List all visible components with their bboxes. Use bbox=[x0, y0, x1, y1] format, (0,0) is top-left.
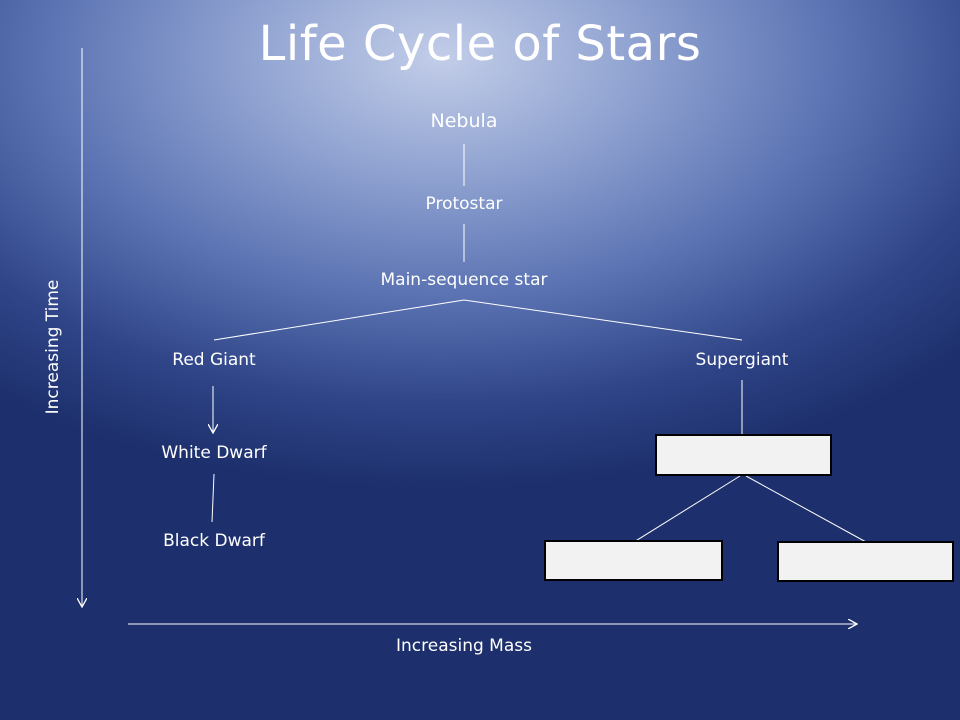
node-nebula: Nebula bbox=[430, 110, 498, 132]
blank-box-right-outcome[interactable] bbox=[777, 541, 954, 582]
connector-blank-box-left bbox=[633, 475, 741, 543]
node-main-sequence-star: Main-sequence star bbox=[380, 270, 548, 290]
connector-white-dwarf-black-dwarf bbox=[211, 473, 215, 523]
blank-box-left-outcome[interactable] bbox=[544, 540, 723, 581]
x-axis-label: Increasing Mass bbox=[396, 636, 532, 656]
blank-box-supergiant-outcome[interactable] bbox=[655, 434, 832, 476]
node-protostar: Protostar bbox=[425, 194, 503, 214]
slide-title: Life Cycle of Stars bbox=[258, 16, 702, 72]
connector-main-sequence-red-giant bbox=[213, 299, 465, 341]
y-axis-label: Increasing Time bbox=[43, 279, 63, 415]
node-red-giant: Red Giant bbox=[172, 350, 256, 370]
node-supergiant: Supergiant bbox=[695, 350, 789, 370]
node-black-dwarf: Black Dwarf bbox=[163, 531, 265, 551]
connector-main-sequence-supergiant bbox=[463, 299, 743, 341]
node-white-dwarf: White Dwarf bbox=[161, 443, 267, 463]
connector-blank-box-right bbox=[745, 475, 867, 543]
